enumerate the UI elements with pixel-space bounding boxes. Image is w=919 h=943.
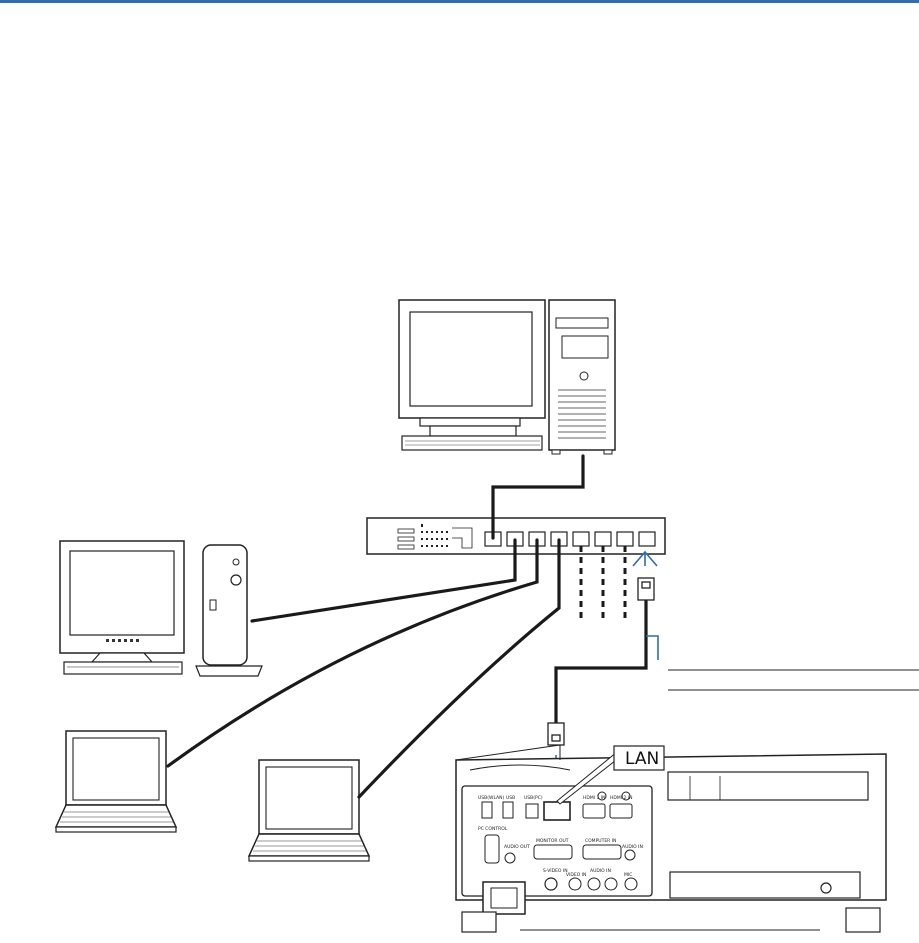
label-usb: USB [506, 795, 515, 801]
rj45-connector-icon [547, 577, 655, 746]
label-hdmi1: HDMI 1 IN [583, 795, 605, 801]
label-hdmi2: HDMI 2 IN [610, 795, 632, 801]
laptop-icon [54, 730, 178, 833]
label-svideo-in: S-VIDEO IN [543, 868, 568, 874]
label-mic: MIC [624, 872, 632, 878]
label-pc-control: PC CONTROL [478, 826, 508, 832]
laptop-icon [247, 759, 371, 862]
label-usb-wlan: USB(WLAN) [478, 795, 504, 801]
label-computer-in: COMPUTER IN [585, 838, 616, 844]
projector-icon [455, 744, 887, 933]
desktop-tower-icon [398, 299, 616, 455]
projector-port-labels: USB(WLAN) USB USB(PC) HDMI 1 IN HDMI 2 I… [478, 795, 643, 878]
label-video-in: VIDEO IN [566, 872, 586, 878]
lan-callout: LAN [556, 745, 665, 805]
lan-label: LAN [625, 749, 659, 769]
label-audio-in: AUDIO IN [622, 844, 643, 850]
label-monitor-out: MONITOR OUT [536, 838, 569, 844]
unused-port-lines [579, 546, 627, 620]
desktop-compact-icon [59, 540, 263, 677]
label-usb-pc: USB(PC) [524, 795, 543, 801]
callout-lines [668, 669, 919, 691]
label-audio-in-lr: AUDIO IN [590, 868, 611, 874]
header-rule [0, 0, 919, 3]
label-audio-out: AUDIO OUT [504, 844, 530, 850]
network-cables [166, 454, 648, 799]
